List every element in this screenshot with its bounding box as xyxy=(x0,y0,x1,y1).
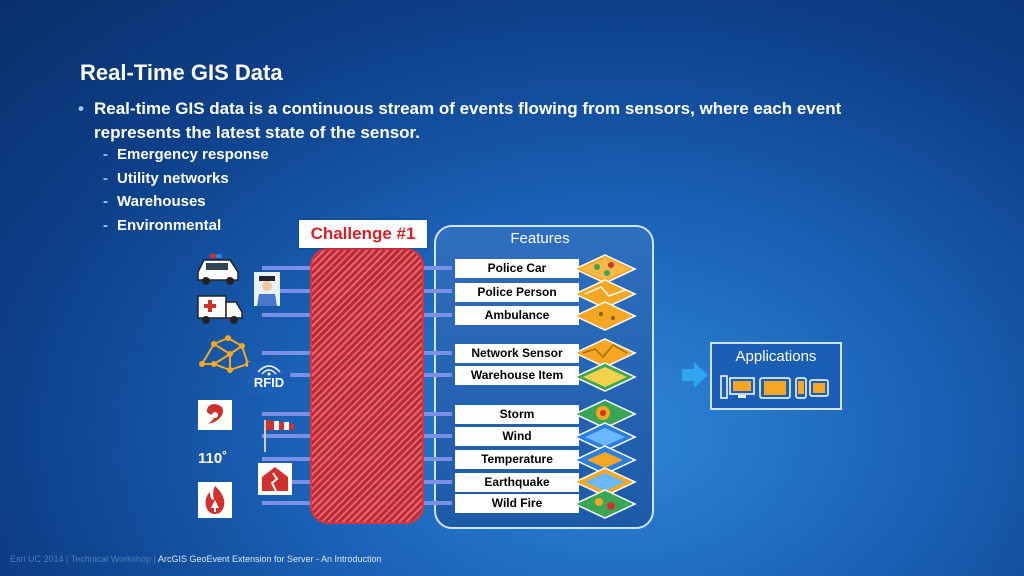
map-layer-icon xyxy=(573,279,637,309)
police-officer-icon xyxy=(254,272,280,306)
earthquake-icon xyxy=(258,463,292,495)
sub-bullet-text: Utility networks xyxy=(117,170,229,187)
feature-item: Temperature xyxy=(455,450,579,469)
feature-item: Police Person xyxy=(455,283,579,302)
map-layer-icon xyxy=(573,254,637,284)
rfid-label: RFID xyxy=(253,375,285,390)
map-layer-icon xyxy=(573,422,637,452)
storm-icon xyxy=(198,400,232,430)
police-car-icon xyxy=(197,254,239,285)
footer-event: Esri UC 2014 | Technical Workshop | xyxy=(10,554,156,564)
slide-title: Real-Time GIS Data xyxy=(80,60,283,85)
desktop-icon xyxy=(720,375,755,399)
sub-bullet: -Environmental xyxy=(103,217,222,234)
features-title: Features xyxy=(510,230,570,247)
feature-item: Ambulance xyxy=(455,306,579,325)
sub-bullet: -Warehouses xyxy=(103,193,206,210)
feature-item: Warehouse Item xyxy=(455,366,579,385)
feature-item: Earthquake xyxy=(455,473,579,492)
challenge-hatch xyxy=(310,248,424,524)
windsock-icon xyxy=(264,420,294,452)
phone-icon xyxy=(795,377,829,399)
feature-item: Storm xyxy=(455,405,579,424)
footer: Esri UC 2014 | Technical Workshop | ArcG… xyxy=(10,554,382,564)
feature-item: Wind xyxy=(455,427,579,446)
sub-bullet-text: Environmental xyxy=(117,217,222,234)
rfid-icon: RFID xyxy=(248,362,290,394)
network-graph-icon xyxy=(199,335,251,373)
feature-item: Wild Fire xyxy=(455,494,579,513)
feature-item: Network Sensor xyxy=(455,344,579,363)
arrow-right-icon xyxy=(682,362,708,388)
wildfire-icon xyxy=(198,482,232,518)
map-layer-icon xyxy=(573,362,637,392)
tablet-icon xyxy=(759,377,791,399)
feature-item: Police Car xyxy=(455,259,579,278)
sub-bullet-text: Emergency response xyxy=(117,146,269,163)
map-layer-icon xyxy=(573,489,637,519)
sub-bullet: -Utility networks xyxy=(103,170,229,187)
footer-title: ArcGIS GeoEvent Extension for Server - A… xyxy=(157,554,382,564)
map-layer-icon xyxy=(573,467,637,497)
sub-bullet: -Emergency response xyxy=(103,146,269,163)
ambulance-icon xyxy=(197,295,243,324)
main-bullet: • Real-time GIS data is a continuous str… xyxy=(78,97,898,145)
wifi-signal-icon xyxy=(257,365,281,376)
challenge-label: Challenge #1 xyxy=(299,220,427,248)
main-bullet-text: Real-time GIS data is a continuous strea… xyxy=(94,99,842,142)
temperature-reading: 110˚ xyxy=(198,450,228,467)
bullet-dot: • xyxy=(78,99,84,118)
map-layer-icon xyxy=(573,301,637,331)
sub-bullet-text: Warehouses xyxy=(117,193,206,210)
device-icons xyxy=(720,375,829,399)
applications-title: Applications xyxy=(735,348,817,365)
